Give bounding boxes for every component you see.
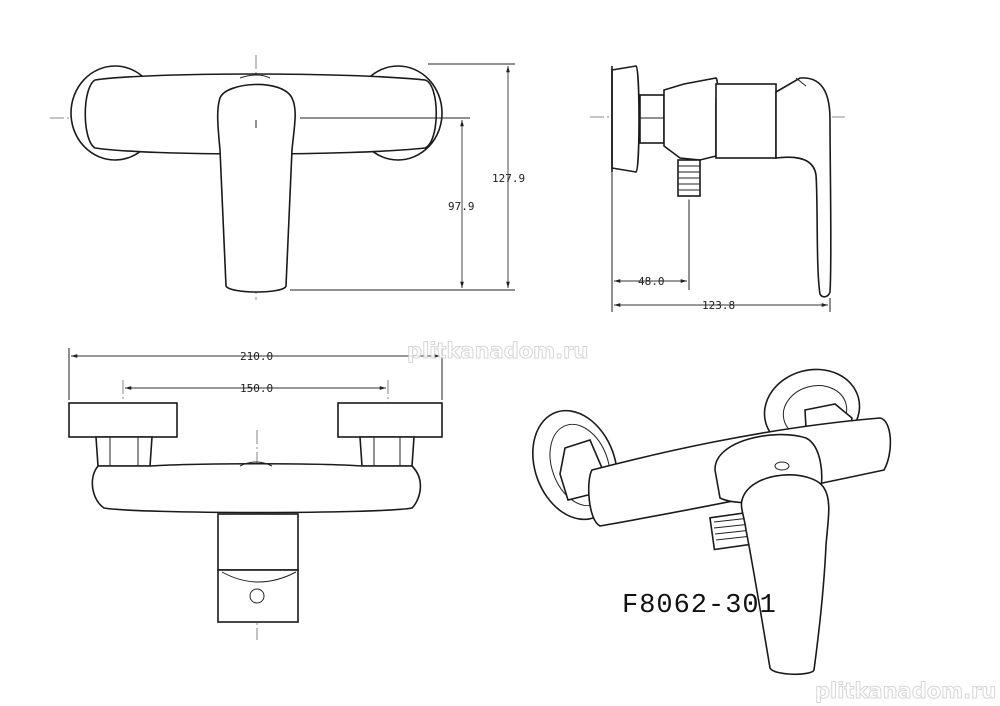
dim-127-9: 127.9	[492, 172, 525, 185]
side-view: 48.0 123.8	[590, 65, 845, 312]
dim-150-0: 150.0	[240, 382, 273, 395]
watermark-bottom-right: plitkanadom.ru	[815, 679, 996, 703]
front-view: 127.9 97.9	[50, 55, 525, 300]
dim-123-8: 123.8	[702, 299, 735, 312]
top-view: 210.0 150.0	[68, 348, 443, 640]
watermark-middle: plitkanadom.ru	[407, 339, 588, 363]
dim-48-0: 48.0	[638, 275, 665, 288]
perspective-view	[532, 368, 892, 676]
model-code: F8062-301	[622, 591, 777, 621]
dim-210-0: 210.0	[240, 350, 273, 363]
dim-97-9: 97.9	[448, 200, 475, 213]
